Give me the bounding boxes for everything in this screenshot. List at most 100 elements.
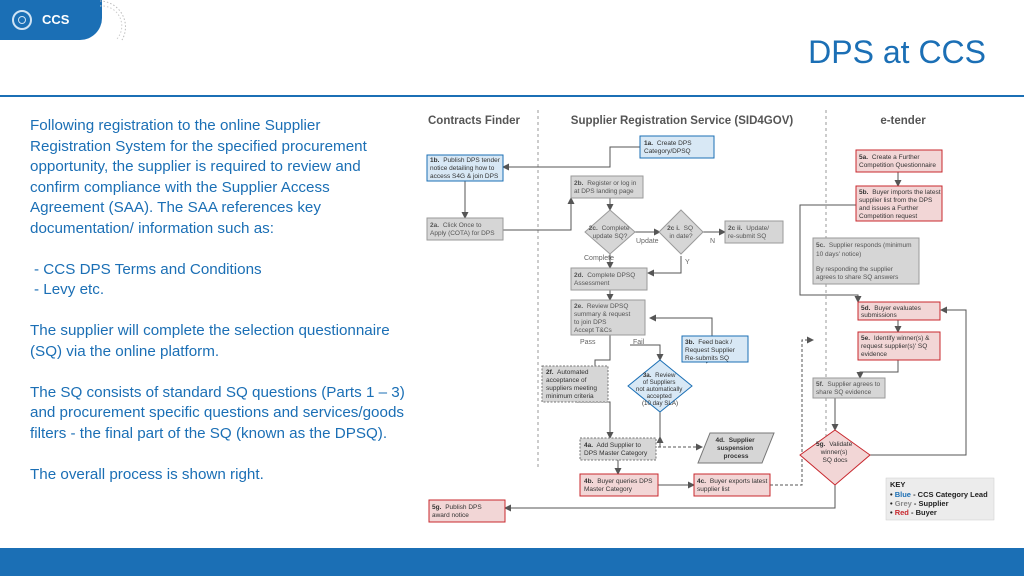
node-5g-decision: 5g. Validate winner(s) SQ docs bbox=[799, 429, 871, 486]
key-separator: - bbox=[914, 499, 919, 508]
node-label: 2b. bbox=[574, 180, 584, 187]
node-label: Validate bbox=[829, 441, 852, 448]
node-label: Complete bbox=[602, 225, 630, 232]
node-label: Create a Further bbox=[872, 154, 921, 161]
node-label: acceptance of bbox=[546, 377, 587, 384]
svg-text:2a. Click Once to: 2a. Click Once to Apply (COTA) for DPS bbox=[430, 222, 495, 237]
lane-header-contracts-finder: Contracts Finder bbox=[428, 115, 521, 127]
node-label: 4d. bbox=[715, 437, 725, 444]
node-label: suppliers meeting bbox=[546, 385, 597, 392]
node-label: 5a. bbox=[859, 154, 868, 161]
connector bbox=[770, 336, 814, 486]
edge-label-fail: Fail bbox=[633, 339, 645, 346]
svg-text:5a. Create a Further: 5a. Create a Further Competition Questio… bbox=[859, 154, 936, 169]
node-label: award notice bbox=[432, 512, 469, 519]
node-label: Accept T&Cs bbox=[574, 327, 613, 334]
connector bbox=[870, 306, 967, 456]
node-2e: 2e. Review DPSQ summary & request to joi… bbox=[570, 299, 646, 336]
node-label: Feed back / bbox=[698, 339, 732, 346]
node-label: Update/ bbox=[746, 225, 769, 232]
connector bbox=[502, 146, 640, 171]
key-separator: - bbox=[911, 508, 916, 517]
node-label: minimum criteria bbox=[546, 393, 594, 400]
node-label: 5b. bbox=[859, 189, 869, 196]
logo-text: CCS bbox=[42, 12, 70, 27]
footer-bar bbox=[0, 548, 1024, 576]
connector bbox=[856, 360, 899, 379]
node-label: summary & request bbox=[574, 311, 631, 318]
svg-text:2c. Complete updat: 2c. Complete update SQ? bbox=[589, 225, 632, 240]
connector bbox=[630, 344, 664, 361]
node-label: Supplier responds (minimum bbox=[829, 242, 912, 249]
node-label: Review bbox=[655, 372, 676, 379]
svg-text:3a. Review of Supp: 3a. Review of Suppliers not automaticall… bbox=[636, 372, 684, 407]
node-label: Supplier bbox=[729, 437, 755, 444]
dotted-arc-decoration bbox=[100, 0, 126, 41]
node-5c: 5c. Supplier responds (minimum 10 days' … bbox=[812, 237, 920, 285]
node-label: access S4G & join DPS bbox=[430, 173, 499, 180]
node-label: 10 days' notice) bbox=[816, 251, 861, 258]
intro-paragraph-1: Following registration to the online Sup… bbox=[30, 117, 367, 237]
svg-text:5d. Buyer evaluates: 5d. Buyer evaluates submissions bbox=[861, 305, 923, 319]
svg-text:2f. Automated acce: 2f. Automated acceptance of suppliers me… bbox=[546, 369, 599, 400]
node-4b: 4b. Buyer queries DPS Master Category bbox=[579, 473, 659, 497]
key-item-blue: • Blue - CCS Category Lead bbox=[890, 490, 988, 499]
node-label: Add Supplier to bbox=[597, 442, 642, 449]
svg-text:5e. Identify winner(s) &: 5e. Identify winner(s) & request supplie… bbox=[861, 335, 931, 358]
node-label: Competition Questionnaire bbox=[859, 162, 936, 169]
diagram-key: KEY • Blue - CCS Category Lead • Grey - … bbox=[885, 477, 995, 521]
svg-text:4c. Buyer exports latest: 4c. Buyer exports latest supplier list bbox=[697, 478, 769, 493]
node-label: 2c. bbox=[589, 225, 598, 232]
node-3b: 3b. Feed back / Request Supplier Re-subm… bbox=[681, 335, 749, 363]
svg-text:3b. Feed back / Re: 3b. Feed back / Request Supplier Re-subm… bbox=[685, 339, 737, 362]
key-item-red: • Red - Buyer bbox=[890, 508, 937, 517]
connector bbox=[504, 480, 836, 512]
intro-paragraph-2: The supplier will complete the selection… bbox=[30, 322, 390, 360]
node-label: agrees to share SQ answers bbox=[816, 274, 899, 281]
logo-tab[interactable]: CCS bbox=[0, 0, 102, 40]
key-separator: - bbox=[913, 490, 918, 499]
svg-text:2c ii. Update/ re-: 2c ii. Update/ re-submit SQ bbox=[728, 225, 771, 240]
node-label: Click Once to bbox=[443, 222, 482, 229]
node-label: 1a. bbox=[644, 140, 653, 147]
node-2ci-decision: 2c i. SQ in date? bbox=[658, 209, 704, 255]
node-4c: 4c. Buyer exports latest supplier list bbox=[693, 473, 771, 497]
node-label: Master Category bbox=[584, 486, 633, 493]
node-label: supplier list bbox=[697, 486, 730, 493]
node-label: submissions bbox=[861, 312, 898, 319]
node-5f: 5f. Supplier agrees to share SQ evidence bbox=[812, 377, 886, 399]
node-label: share SQ evidence bbox=[816, 389, 872, 396]
node-label: Create DPS bbox=[657, 140, 692, 147]
node-label: update SQ? bbox=[593, 233, 628, 240]
svg-text:2c i. SQ in date?: 2c i. SQ in date? bbox=[667, 225, 695, 240]
node-label: 4a. bbox=[584, 442, 593, 449]
node-label: 2d. bbox=[574, 272, 584, 279]
node-label: Category/DPSQ bbox=[644, 148, 691, 155]
node-label: Automated bbox=[557, 369, 589, 376]
svg-text:5g. Publish DPS aw: 5g. Publish DPS award notice bbox=[432, 504, 484, 519]
node-label: Publish DPS tender bbox=[443, 157, 501, 164]
key-color-name: Red bbox=[895, 508, 910, 517]
intro-text: Following registration to the online Sup… bbox=[30, 116, 405, 506]
node-label: By responding the supplier bbox=[816, 266, 894, 273]
node-5e: 5e. Identify winner(s) & request supplie… bbox=[857, 331, 941, 361]
node-label: Identify winner(s) & bbox=[874, 335, 930, 342]
node-label: to join DPS bbox=[574, 319, 607, 326]
process-diagram: Contracts Finder Supplier Registration S… bbox=[426, 110, 995, 523]
key-title: KEY bbox=[890, 480, 905, 489]
node-label: in date? bbox=[669, 233, 693, 240]
svg-text:1a. Create DPS Cat: 1a. Create DPS Category/DPSQ bbox=[644, 140, 693, 155]
edge-label-n: N bbox=[710, 238, 715, 245]
node-label: evidence bbox=[861, 351, 887, 358]
key-description: Supplier bbox=[919, 499, 949, 508]
node-3a-decision: 3a. Review of Suppliers not automaticall… bbox=[627, 359, 693, 413]
key-bullet: • bbox=[890, 499, 895, 508]
node-2c-decision: 2c. Complete update SQ? bbox=[584, 209, 636, 255]
node-2d: 2d. Complete DPSQ Assessment bbox=[570, 267, 648, 291]
node-1a: 1a. Create DPS Category/DPSQ bbox=[639, 135, 715, 159]
svg-text:5f. Supplier agrees to: 5f. Supplier agrees to share SQ evidence bbox=[816, 381, 882, 396]
node-label: winner(s) bbox=[820, 449, 848, 456]
node-label: Buyer imports the latest bbox=[872, 189, 940, 196]
node-label: 5c. bbox=[816, 242, 825, 249]
node-label: 2c ii. bbox=[728, 225, 743, 232]
